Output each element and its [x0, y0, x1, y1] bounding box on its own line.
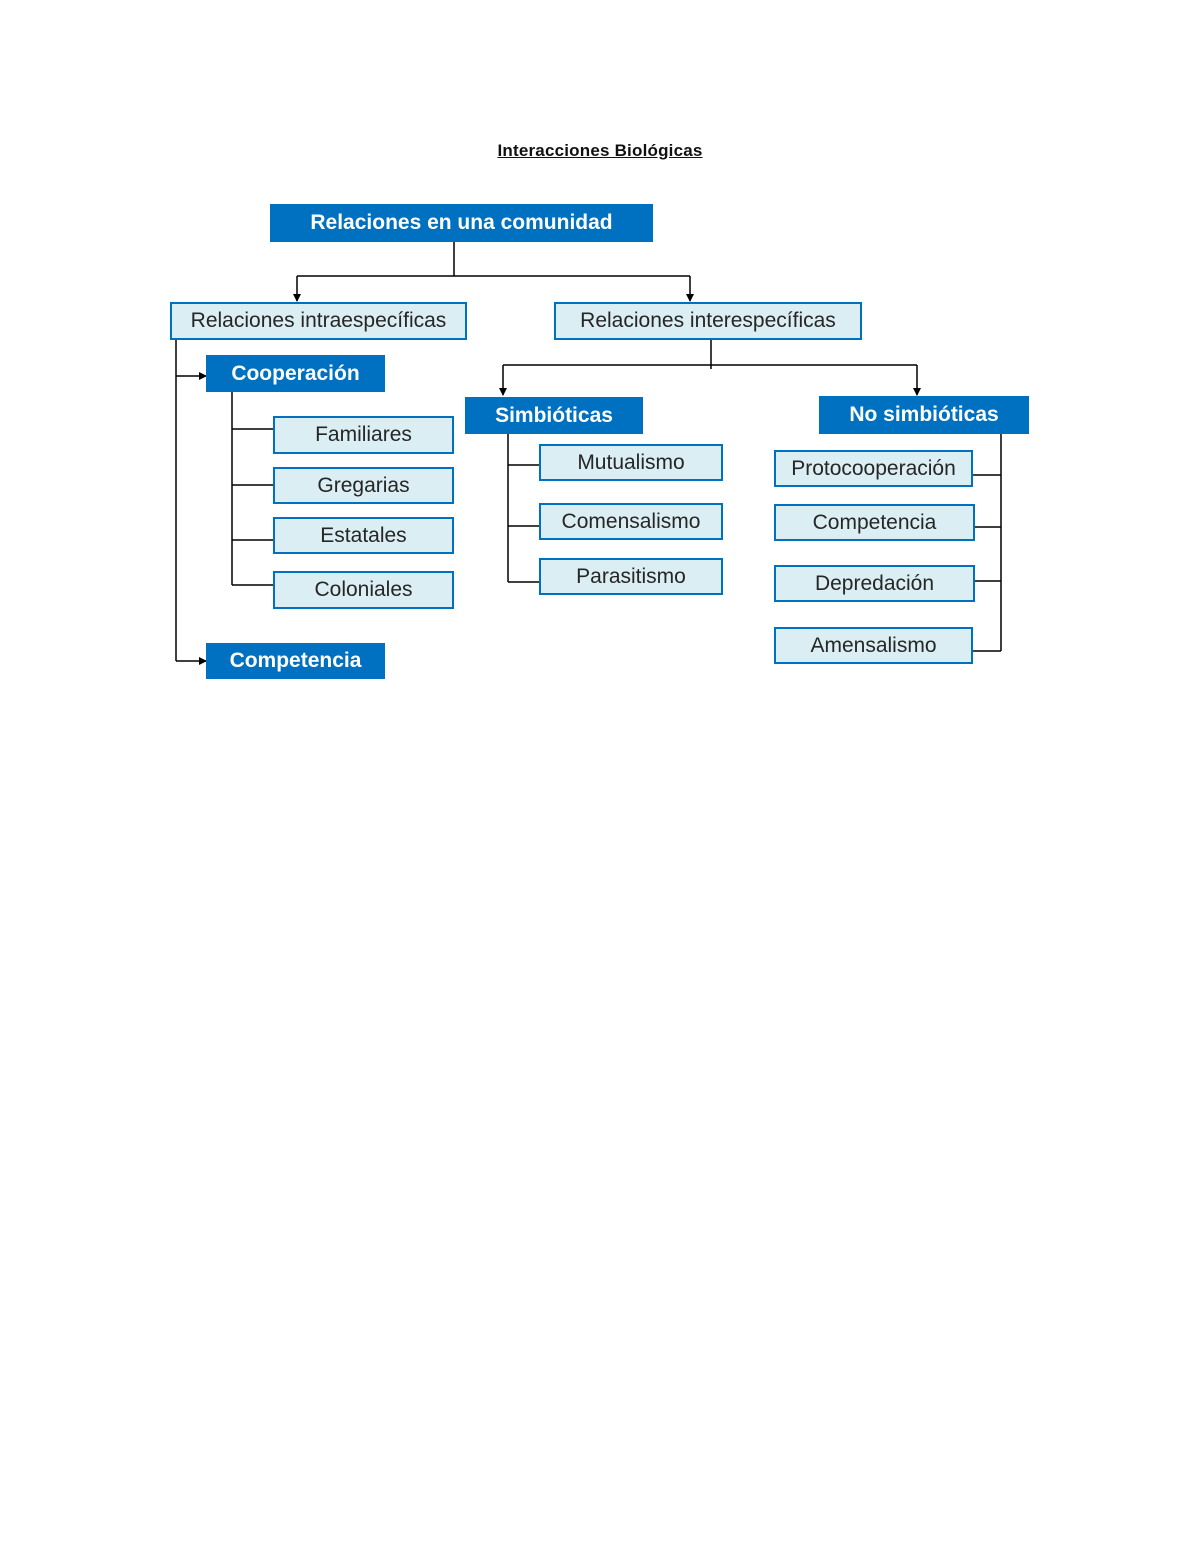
node-cooperacion: Cooperación — [206, 355, 385, 392]
node-protocooperacion: Protocooperación — [774, 450, 973, 487]
node-gregarias: Gregarias — [273, 467, 454, 504]
node-parasitismo: Parasitismo — [539, 558, 723, 595]
inter-connector — [503, 339, 917, 369]
node-intraespecificas: Relaciones intraespecíficas — [170, 302, 467, 340]
node-amensalismo: Amensalismo — [774, 627, 973, 664]
node-competencia-inter: Competencia — [774, 504, 975, 541]
node-mutualismo: Mutualismo — [539, 444, 723, 481]
node-simbioticas: Simbióticas — [465, 397, 643, 434]
node-coloniales: Coloniales — [273, 571, 454, 609]
node-no-simbioticas: No simbióticas — [819, 396, 1029, 434]
node-depredacion: Depredación — [774, 565, 975, 602]
page-title: Interacciones Biológicas — [497, 141, 703, 160]
node-comensalismo: Comensalismo — [539, 503, 723, 540]
node-familiares: Familiares — [273, 416, 454, 454]
node-root: Relaciones en una comunidad — [270, 204, 653, 242]
node-competencia-intra: Competencia — [206, 643, 385, 679]
node-interespecificas: Relaciones interespecíficas — [554, 302, 862, 340]
node-estatales: Estatales — [273, 517, 454, 554]
root-connector — [297, 242, 690, 277]
